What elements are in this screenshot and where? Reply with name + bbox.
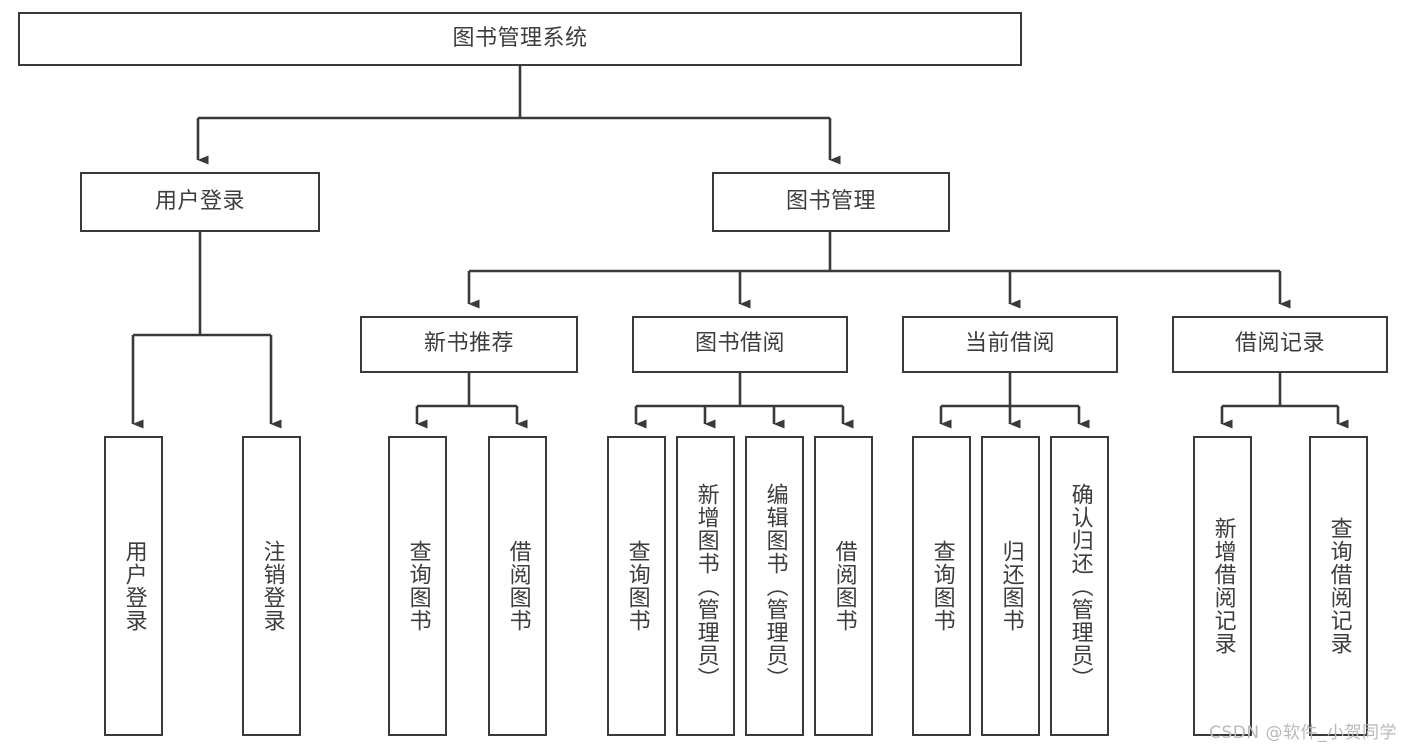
node-new-book-recommend[interactable]: 新书推荐 [360, 316, 578, 373]
node-label: 确认归还（管理员） [1067, 482, 1093, 690]
node-leaf-user-login[interactable]: 用户登录 [104, 436, 163, 736]
node-leaf-query-book-current[interactable]: 查询图书 [912, 436, 971, 736]
connector-borrowrecord-to-leaves [1220, 373, 1349, 429]
node-label: 查询图书 [624, 540, 650, 632]
node-user-login[interactable]: 用户登录 [80, 172, 320, 232]
node-label: 图书借阅 [694, 331, 785, 357]
node-label: 归还图书 [998, 540, 1024, 632]
node-leaf-return-book[interactable]: 归还图书 [981, 436, 1040, 736]
node-label: 注销登录 [259, 540, 285, 632]
node-label: 图书管理系统 [452, 25, 588, 51]
node-label: 查询图书 [929, 540, 955, 632]
node-label: 查询图书 [405, 540, 431, 632]
node-label: 编辑图书（管理员） [762, 482, 788, 690]
node-leaf-logout[interactable]: 注销登录 [242, 436, 301, 736]
csdn-watermark: CSDN @软件_小贺同学 [1209, 723, 1397, 743]
connector-newbook-to-leaves [415, 373, 528, 429]
node-leaf-edit-book-admin[interactable]: 编辑图书（管理员） [745, 436, 804, 736]
node-leaf-borrow-book-recommend[interactable]: 借阅图书 [488, 436, 547, 736]
node-label: 借阅图书 [831, 540, 857, 632]
node-label: 借阅记录 [1234, 331, 1325, 357]
node-label: 当前借阅 [964, 331, 1055, 357]
node-label: 新增借阅记录 [1210, 517, 1236, 655]
node-current-borrow[interactable]: 当前借阅 [902, 316, 1118, 373]
node-label: 图书管理 [785, 188, 876, 214]
node-leaf-query-borrow-record[interactable]: 查询借阅记录 [1309, 436, 1368, 736]
connector-root-to-level2 [196, 66, 841, 165]
node-label: 用户登录 [154, 188, 245, 214]
node-leaf-confirm-return-admin[interactable]: 确认归还（管理员） [1050, 436, 1109, 736]
connector-userlogin-to-leaves [131, 232, 282, 429]
connector-bookborrow-to-leaves [634, 373, 854, 429]
node-leaf-query-book-recommend[interactable]: 查询图书 [388, 436, 447, 736]
node-book-management[interactable]: 图书管理 [712, 172, 950, 232]
node-leaf-query-book-borrow[interactable]: 查询图书 [607, 436, 666, 736]
node-label: 用户登录 [121, 540, 147, 632]
node-label: 查询借阅记录 [1326, 517, 1352, 655]
node-label: 新书推荐 [423, 331, 514, 357]
connector-bookmgmt-to-level3 [467, 232, 1291, 309]
node-label: 新增图书（管理员） [693, 482, 719, 690]
node-leaf-add-book-admin[interactable]: 新增图书（管理员） [676, 436, 735, 736]
connector-currentborrow-to-leaves [939, 373, 1090, 429]
node-label: 借阅图书 [505, 540, 531, 632]
node-book-borrow[interactable]: 图书借阅 [632, 316, 848, 373]
node-borrow-record[interactable]: 借阅记录 [1172, 316, 1388, 373]
node-root-system[interactable]: 图书管理系统 [18, 12, 1022, 66]
node-leaf-borrow-book[interactable]: 借阅图书 [814, 436, 873, 736]
node-leaf-add-borrow-record[interactable]: 新增借阅记录 [1193, 436, 1252, 736]
